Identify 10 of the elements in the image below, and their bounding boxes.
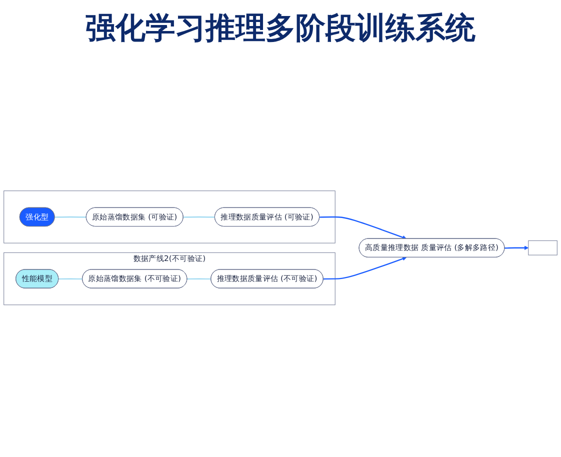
connector [54,216,87,218]
arrow [323,256,407,280]
diagram-title: 强化学习推理多阶段训练系统 [84,10,476,48]
connector [182,216,216,218]
node-box [528,240,558,256]
arrow [320,216,407,240]
connector [186,278,212,280]
arrow [504,246,529,250]
cluster [4,190,336,244]
connector [58,278,84,280]
